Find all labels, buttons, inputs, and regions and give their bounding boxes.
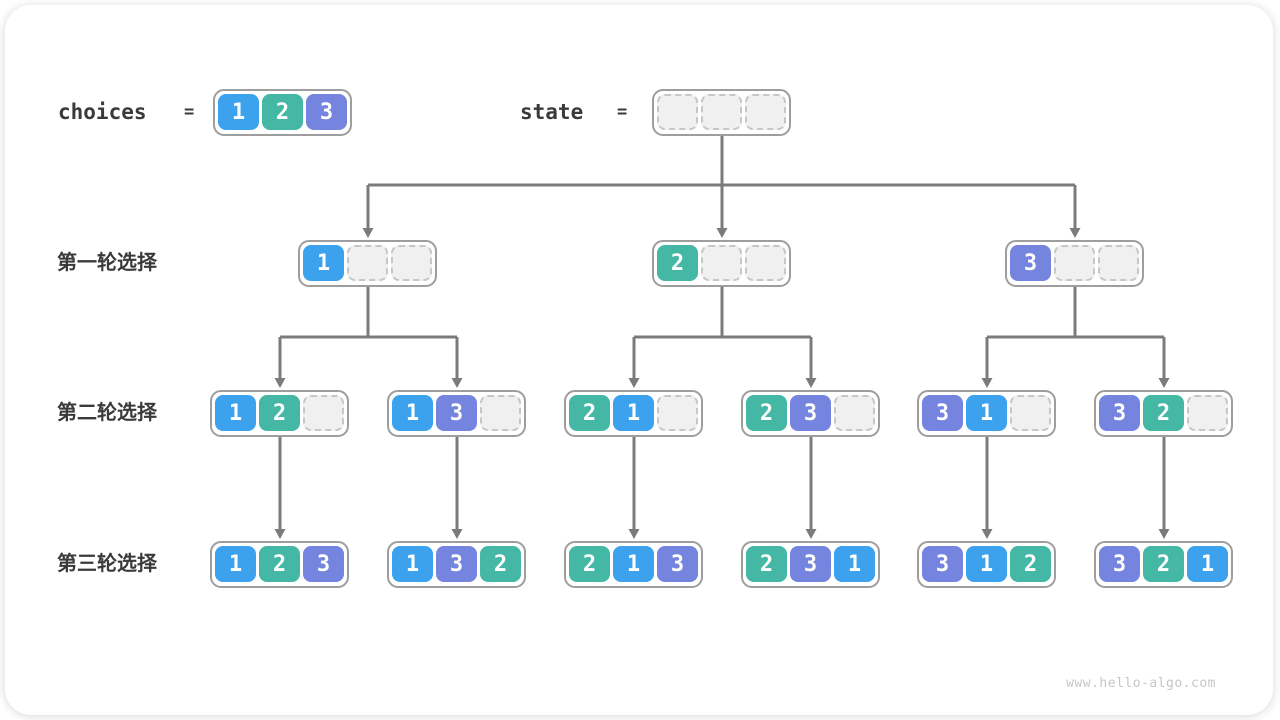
diagram-card <box>5 5 1273 715</box>
cell-value-1: 1 <box>613 395 654 431</box>
cell-value-2: 2 <box>569 546 610 582</box>
cell-value-3: 3 <box>790 546 831 582</box>
cell-value-2: 2 <box>259 395 300 431</box>
cell-value-1: 1 <box>966 546 1007 582</box>
state-label: state <box>520 100 584 124</box>
cell-value-1: 1 <box>1187 546 1228 582</box>
cell-value-2: 2 <box>480 546 521 582</box>
cell-value-1: 1 <box>215 395 256 431</box>
cell-value-3: 3 <box>657 546 698 582</box>
cell-empty <box>745 245 786 281</box>
cell-value-3: 3 <box>1010 245 1051 281</box>
cell-empty <box>303 395 344 431</box>
row-label-round-2: 第二轮选择 <box>57 402 157 424</box>
cell-value-3: 3 <box>436 546 477 582</box>
cell-value-3: 3 <box>790 395 831 431</box>
cell-value-3: 3 <box>436 395 477 431</box>
cell-empty <box>657 94 698 130</box>
cell-value-3: 3 <box>922 546 963 582</box>
cell-value-3: 3 <box>1099 395 1140 431</box>
cell-value-2: 2 <box>569 395 610 431</box>
cell-value-2: 2 <box>262 94 303 130</box>
choices-label: choices <box>58 100 147 124</box>
choices-equals: = <box>184 102 195 122</box>
cell-empty <box>745 94 786 130</box>
cell-empty <box>391 245 432 281</box>
state-array <box>652 89 791 136</box>
cell-empty <box>1054 245 1095 281</box>
cell-value-3: 3 <box>1099 546 1140 582</box>
cell-value-1: 1 <box>215 546 256 582</box>
cell-value-1: 1 <box>966 395 1007 431</box>
cell-empty <box>701 245 742 281</box>
cell-empty <box>1098 245 1139 281</box>
cell-value-2: 2 <box>746 546 787 582</box>
cell-value-2: 2 <box>1143 395 1184 431</box>
cell-value-2: 2 <box>657 245 698 281</box>
cell-empty <box>480 395 521 431</box>
watermark-text: www.hello-algo.com <box>1066 676 1216 691</box>
cell-value-1: 1 <box>392 546 433 582</box>
cell-value-1: 1 <box>834 546 875 582</box>
cell-empty <box>834 395 875 431</box>
cell-value-2: 2 <box>1010 546 1051 582</box>
cell-value-1: 1 <box>303 245 344 281</box>
tree-node: 1 <box>298 240 437 287</box>
tree-node: 3 <box>1005 240 1144 287</box>
state-equals: = <box>617 102 628 122</box>
cell-value-2: 2 <box>1143 546 1184 582</box>
cell-empty <box>1010 395 1051 431</box>
cell-empty <box>1187 395 1228 431</box>
cell-empty <box>657 395 698 431</box>
cell-value-2: 2 <box>259 546 300 582</box>
cell-value-1: 1 <box>392 395 433 431</box>
cell-value-2: 2 <box>746 395 787 431</box>
cell-value-1: 1 <box>218 94 259 130</box>
cell-value-3: 3 <box>303 546 344 582</box>
tree-node: 2 <box>652 240 791 287</box>
cell-value-3: 3 <box>922 395 963 431</box>
cell-value-1: 1 <box>613 546 654 582</box>
row-label-round-1: 第一轮选择 <box>57 252 157 274</box>
cell-empty <box>701 94 742 130</box>
cell-value-3: 3 <box>306 94 347 130</box>
cell-empty <box>347 245 388 281</box>
row-label-round-3: 第三轮选择 <box>57 553 157 575</box>
